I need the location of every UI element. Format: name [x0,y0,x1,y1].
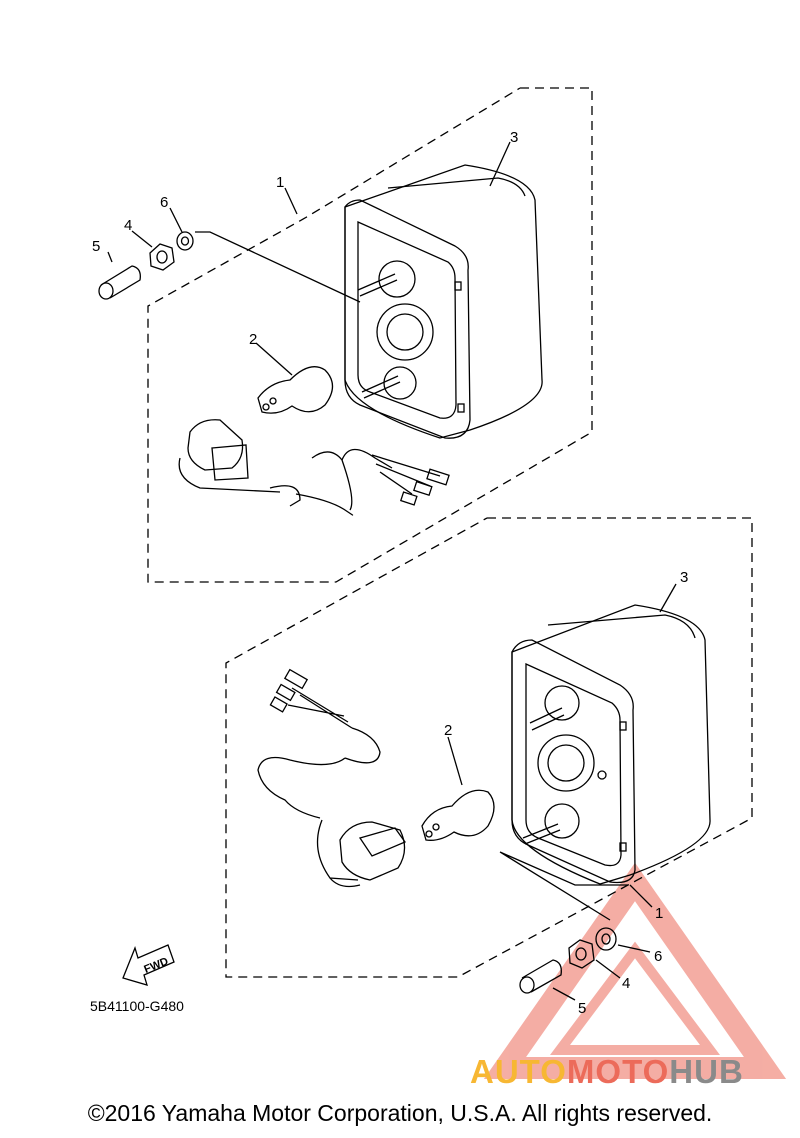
lower-dashed-boundary [225,517,753,978]
upper-label-5: 5 [92,238,100,255]
copyright-notice: ©2016 Yamaha Motor Corporation, U.S.A. A… [87,1100,713,1126]
lower-spacer [519,959,562,994]
upper-socket-harness [178,419,450,516]
lower-label-6: 6 [654,948,662,965]
fwd-label: FWD [142,955,170,976]
upper-assembly [98,87,593,583]
upper-label-1: 1 [276,174,284,191]
lower-bulb [421,789,495,841]
lower-nut [568,939,595,969]
watermark-hub: HUB [669,1053,744,1090]
lower-label-3: 3 [680,569,688,586]
upper-label-6: 6 [160,194,168,211]
watermark-logo [483,862,787,1079]
upper-taillight-housing [344,164,543,439]
upper-leader-screw [195,231,361,303]
lower-socket-harness [257,668,407,888]
watermark-auto: AUTO [470,1053,567,1090]
watermark-text: AUTOMOTOHUB [470,1053,800,1091]
upper-spacer [98,265,141,300]
lower-taillight-housing [511,604,711,885]
lower-label-5: 5 [578,1000,586,1017]
watermark-moto: MOTO [566,1053,670,1090]
lower-assembly [225,517,753,1001]
diagram-code: 5B41100-G480 [90,998,184,1014]
upper-nut [149,243,175,271]
upper-washer [176,231,194,251]
upper-label-4: 4 [124,217,132,234]
lower-label-4: 4 [622,975,630,992]
lower-label-2: 2 [444,722,452,739]
upper-bulb [257,366,334,414]
upper-dashed-boundary [147,87,593,583]
fwd-arrow-icon: FWD [122,944,175,986]
upper-label-3: 3 [510,129,518,146]
lower-washer [595,927,617,951]
upper-label-2: 2 [249,331,257,348]
lower-label-1: 1 [655,905,663,922]
lower-leader-screw [499,851,628,921]
